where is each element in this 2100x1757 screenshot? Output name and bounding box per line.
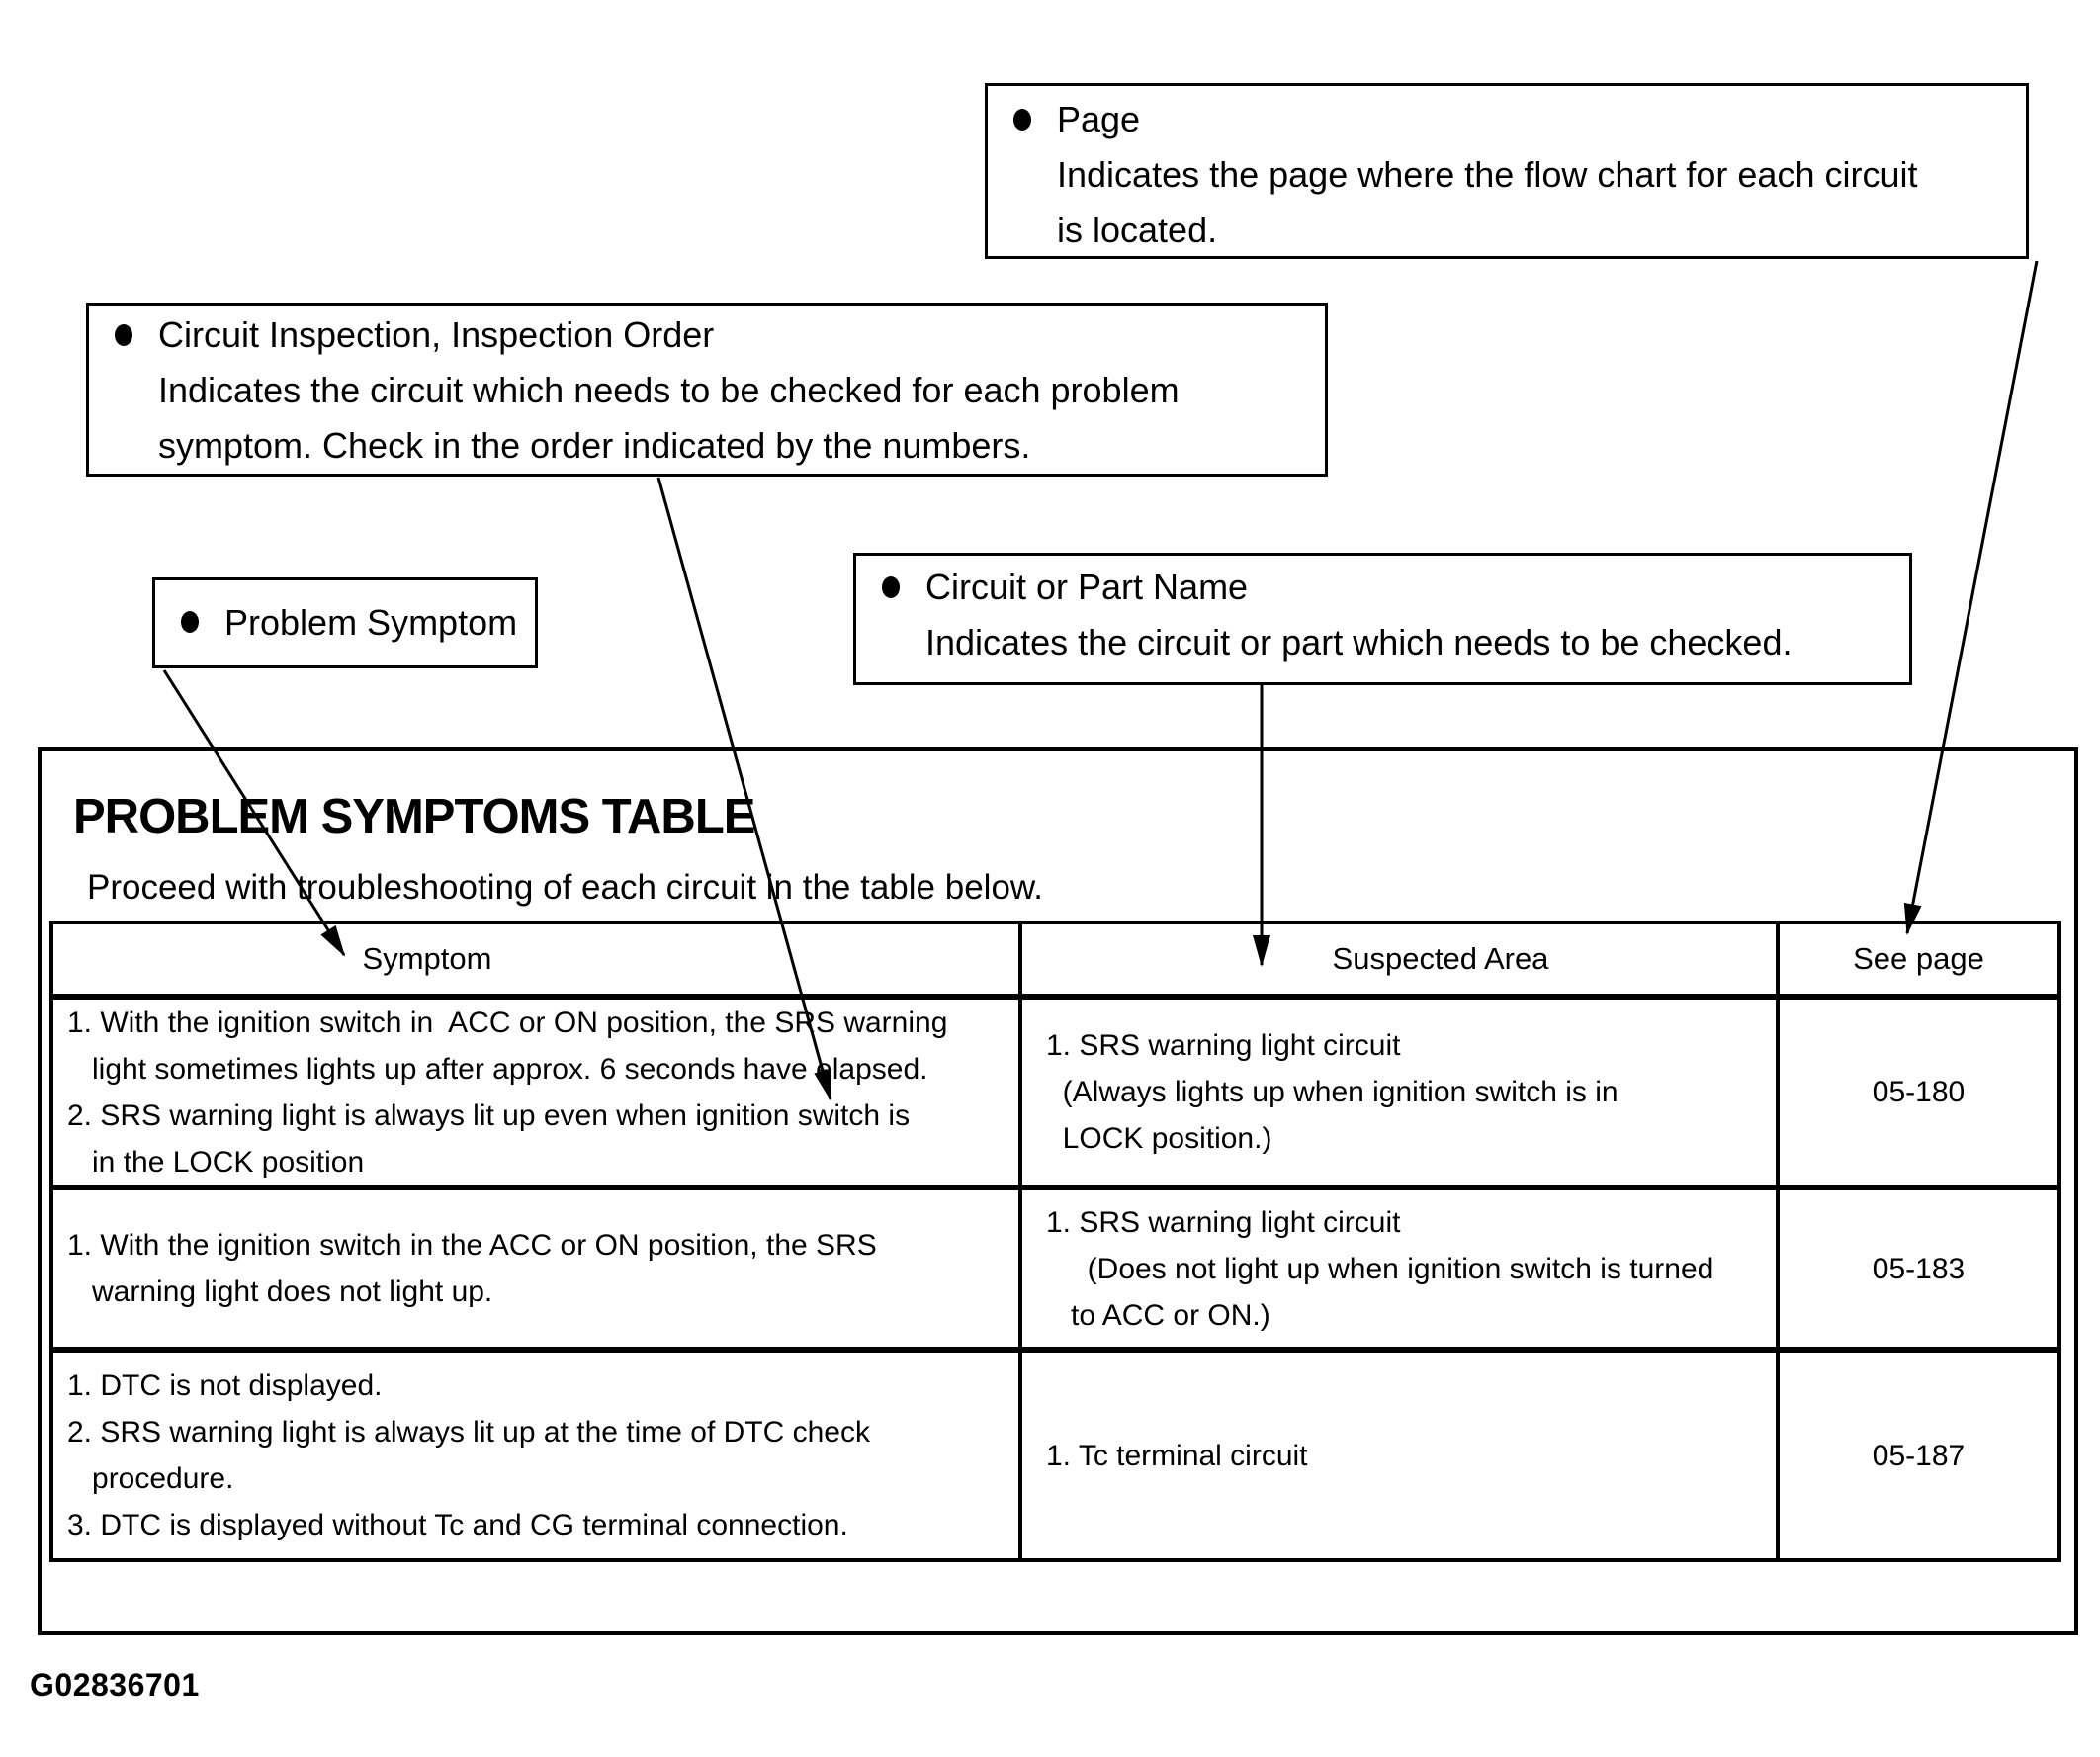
header-cell-suspected-area: Suspected Area (1022, 924, 1780, 1000)
callout-circuit-or-part-name-description: Indicates the circuit or part which need… (925, 622, 1793, 662)
bullet-icon (988, 92, 1057, 131)
callout-circuit-inspection-title: Circuit Inspection, Inspection Order (158, 314, 715, 355)
table-row-2-see-page-cell: 05-183 (1780, 1190, 2057, 1353)
bullet-icon (155, 595, 224, 633)
bullet-icon (89, 307, 158, 346)
header-see-page-label: See page (1853, 941, 1984, 976)
table-row-2-suspected-area-cell: 1. SRS warning light circuit (Does not l… (1022, 1190, 1780, 1353)
problem-symptoms-table: Symptom Suspected Area See page 1. With … (49, 921, 2061, 1562)
header-cell-symptom: Symptom (53, 924, 1022, 1000)
callout-page: Page Indicates the page where the flow c… (985, 83, 2029, 259)
header-suspected-area-label: Suspected Area (1332, 941, 1549, 976)
callout-circuit-inspection-description: Indicates the circuit which needs to be … (158, 370, 1180, 466)
table-row-3-symptom-cell: 1. DTC is not displayed. 2. SRS warning … (53, 1353, 1022, 1558)
table-row-1-suspected-area-cell: 1. SRS warning light circuit (Always lig… (1022, 1000, 1780, 1190)
header-symptom-label: Symptom (362, 941, 492, 976)
callout-problem-symptom: Problem Symptom (152, 577, 538, 668)
header-cell-see-page: See page (1780, 924, 2057, 1000)
figure-code: G02836701 (30, 1667, 200, 1703)
section-intro-text: Proceed with troubleshooting of each cir… (87, 868, 1043, 907)
table-row-1-symptom-cell: 1. With the ignition switch in ACC or ON… (53, 1000, 1022, 1190)
callout-circuit-inspection: Circuit Inspection, Inspection Order Ind… (86, 303, 1328, 477)
table-row-2-symptom-cell: 1. With the ignition switch in the ACC o… (53, 1190, 1022, 1353)
callout-circuit-or-part-name-title: Circuit or Part Name (925, 567, 1249, 607)
page-title: PROBLEM SYMPTOMS TABLE (73, 790, 755, 843)
table-row-3-see-page-cell: 05-187 (1872, 1439, 1966, 1472)
callout-page-title: Page (1057, 99, 1141, 139)
table-row-3-suspected-area-cell: 1. Tc terminal circuit (1022, 1353, 1780, 1558)
callout-page-description: Indicates the page where the flow chart … (1057, 154, 1918, 250)
table-row-1-see-page-cell: 05-180 (1780, 1000, 2057, 1190)
callout-problem-symptom-title: Problem Symptom (224, 602, 518, 643)
bullet-icon (856, 560, 925, 598)
callout-circuit-or-part-name: Circuit or Part Name Indicates the circu… (853, 553, 1912, 685)
